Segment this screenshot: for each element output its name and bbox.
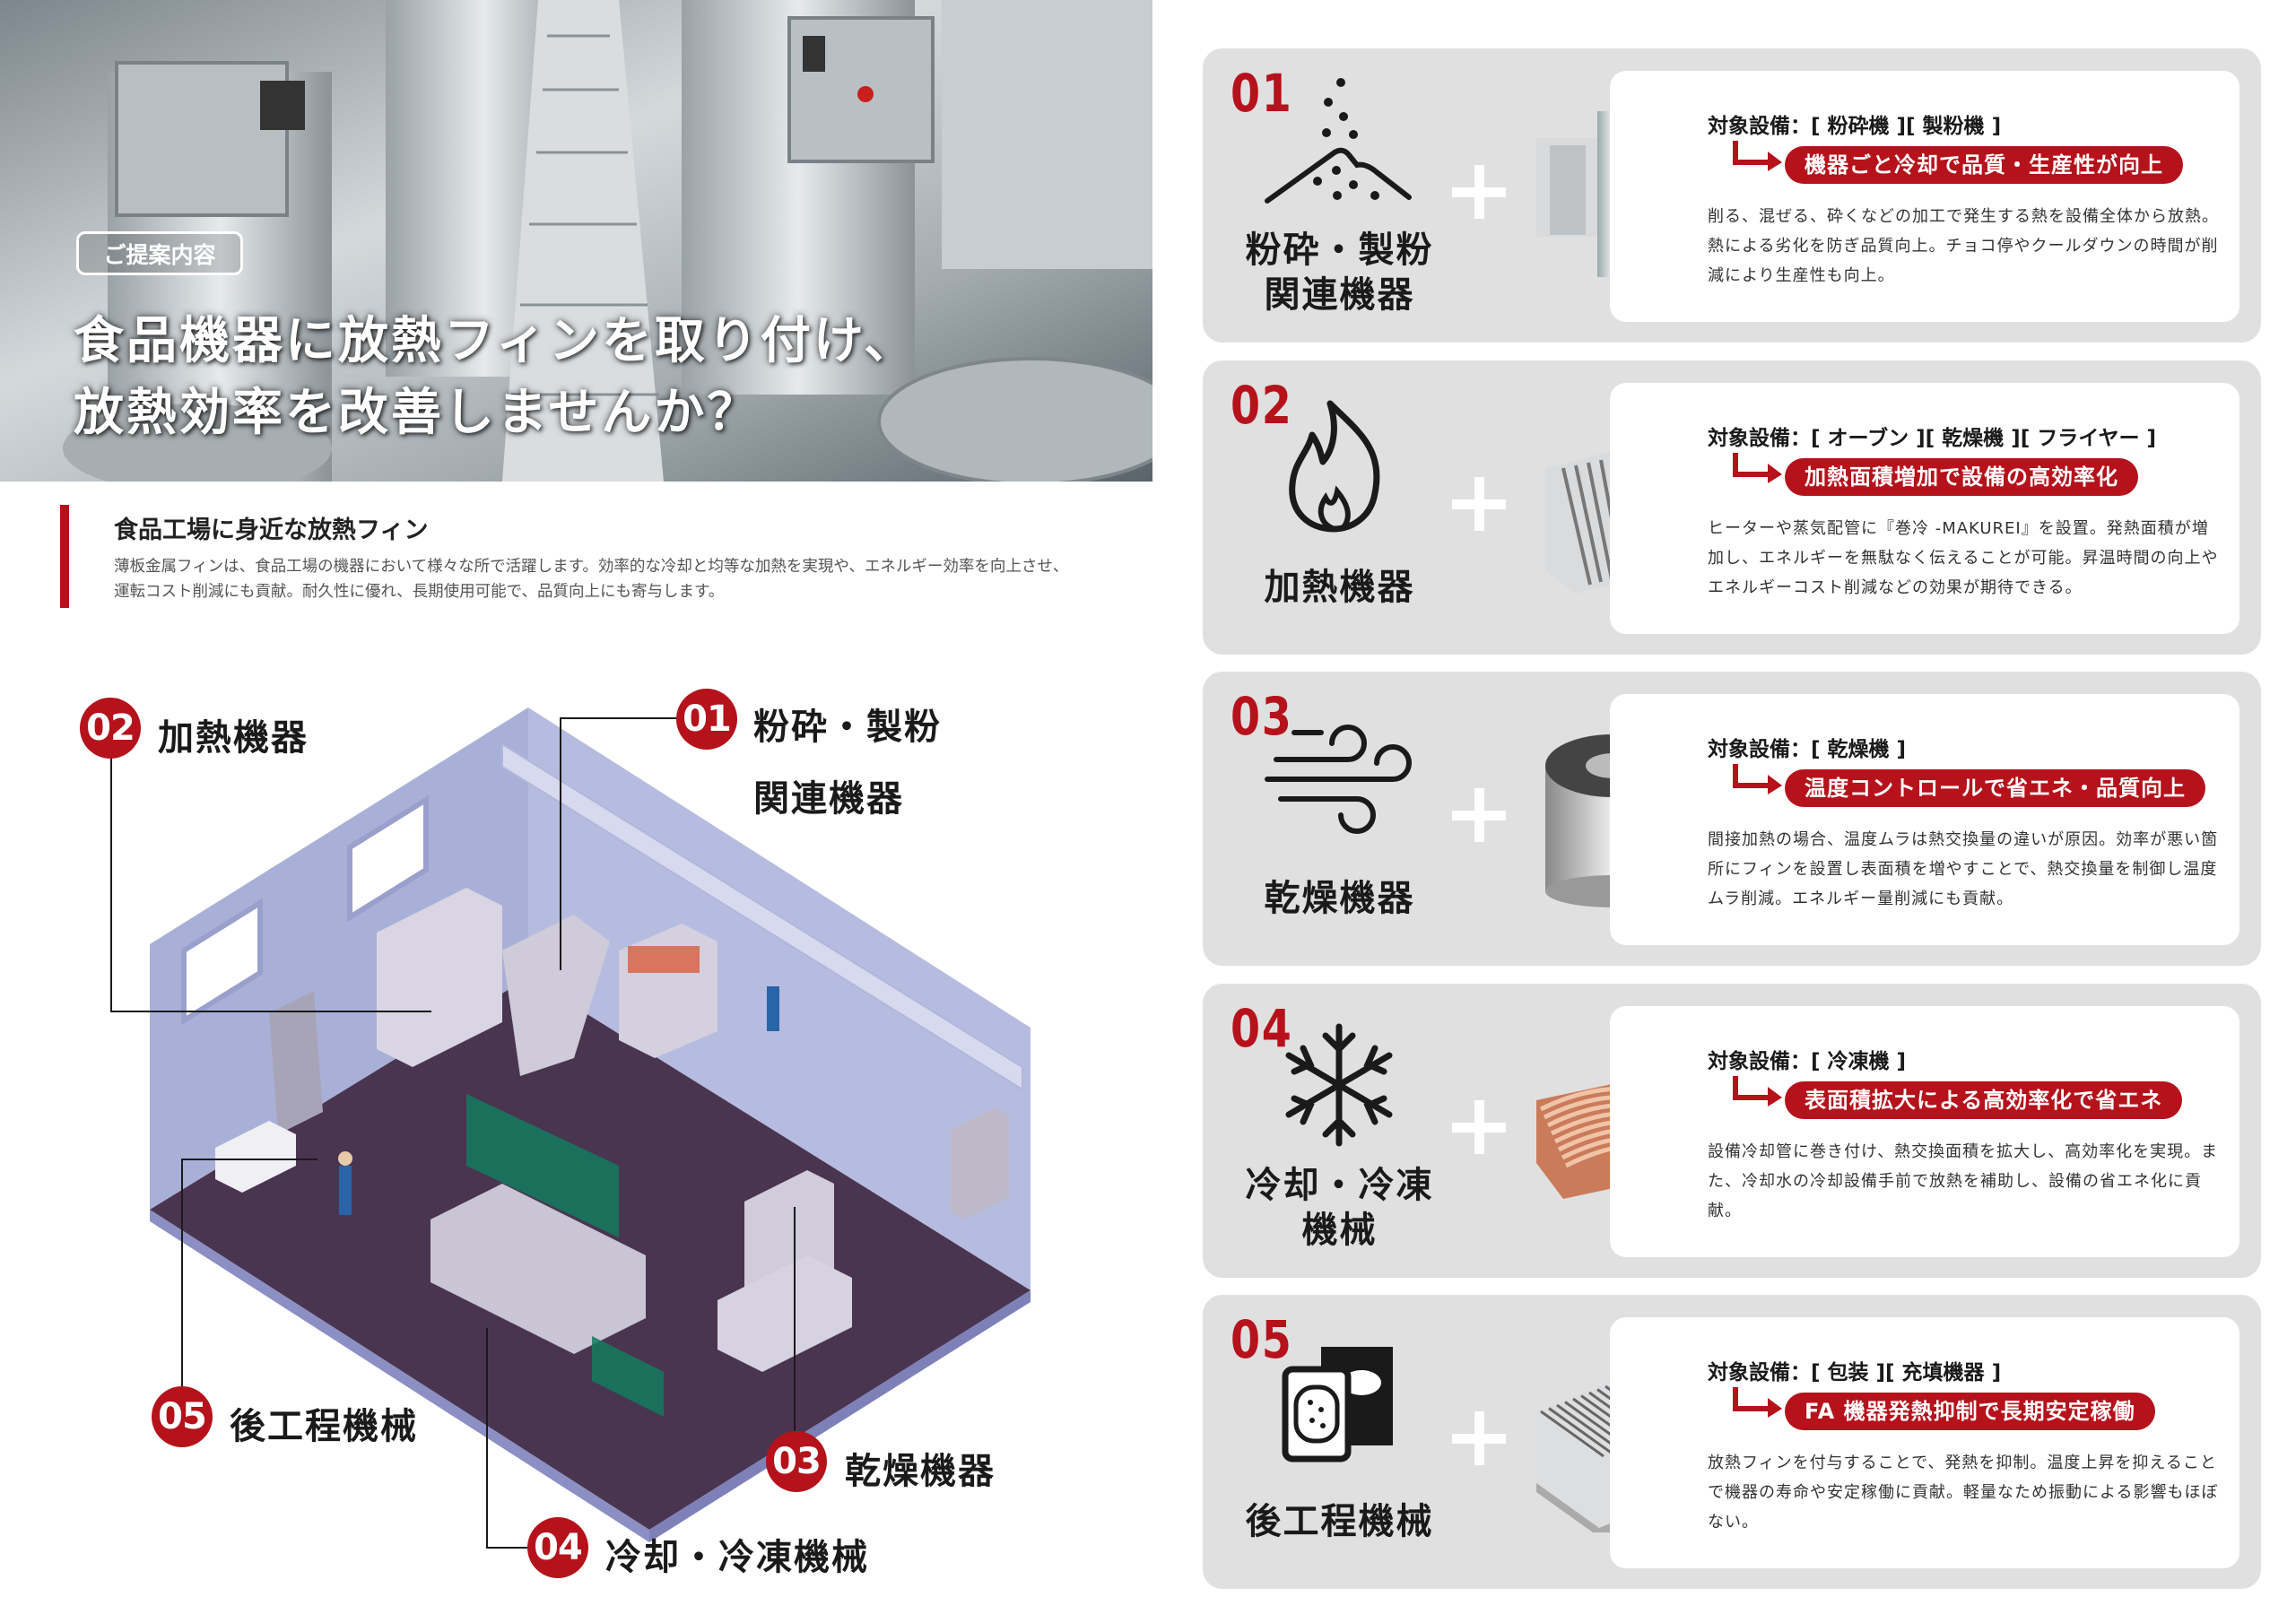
label-04-text: 冷却・冷凍機械 [605, 1537, 869, 1578]
label-01-text-line1: 粉砕・製粉 [753, 707, 942, 748]
hero-title-line1: 食品機器に放熱フィンを取り付け、 [74, 312, 918, 370]
card-detail-panel: 対象設備：[ 粉砕機 ][ 製粉機 ] 機器ごと冷却で品質・生産性が向上 削る、… [1610, 71, 2239, 322]
accent-bar [60, 505, 69, 608]
card-category-label: 乾燥機器 [1203, 876, 1476, 921]
window [181, 898, 263, 1026]
card-description: ヒーターや蒸気配管に『巻冷 -MAKUREI』を設置。発熱面積が増加し、エネルギ… [1708, 518, 2219, 597]
card-category-label: 冷却・冷凍機械 [1203, 1163, 1476, 1253]
plus-icon [1452, 1099, 1506, 1154]
label-01-number: 01 [676, 689, 737, 750]
label-02-text: 加熱機器 [158, 717, 309, 759]
factory-illustration [150, 707, 1031, 1542]
leader-line-01-h [560, 717, 676, 719]
card-label-line: 後工程機械 [1245, 1501, 1434, 1542]
card-number: 05 [1231, 1309, 1293, 1370]
left-wall [150, 707, 528, 1210]
label-05-text: 後工程機械 [230, 1406, 418, 1447]
target-equipment: 対象設備：[ 乾燥機 ] [1708, 738, 1907, 761]
leader-line-04 [486, 1328, 488, 1549]
label-02-number: 02 [80, 698, 141, 759]
equipment-card-04: 04 冷却・冷凍機械 対象設備：[ 冷凍機 ] 表面積拡大による高効率化で省エネ… [1203, 983, 2261, 1278]
card-label-line: 冷却・冷凍 [1245, 1164, 1434, 1206]
label-03-number: 03 [766, 1431, 827, 1492]
card-label-line: 粉砕・製粉 [1245, 230, 1434, 271]
card-description: 間接加熱の場合、温度ムラは熱交換量の違いが原因。効率が悪い箇所にフィンを設置し表… [1708, 830, 2219, 908]
powder-icon [1258, 74, 1420, 226]
arrow-right-icon [1733, 141, 1782, 171]
card-number: 04 [1231, 997, 1293, 1059]
plus-icon [1452, 788, 1506, 842]
duct [501, 742, 1023, 1091]
flame-icon [1258, 386, 1420, 538]
target-equipment: 対象設備：[ 冷凍機 ] [1708, 1049, 1907, 1073]
package-icon [1258, 1320, 1420, 1472]
arrow-right-icon [1733, 452, 1782, 483]
label-04-number: 04 [527, 1517, 588, 1578]
label-01-text-line2: 関連機器 [753, 778, 904, 820]
leader-line-02-h [110, 1011, 431, 1012]
arrow-right-icon [1733, 1075, 1782, 1107]
leader-line-03 [794, 1207, 796, 1431]
plus-icon [1452, 1411, 1506, 1465]
card-label-line: 乾燥機器 [1264, 878, 1415, 919]
card-description: 設備冷却管に巻き付け、熱交換面積を拡大し、高効率化を実現。また、冷却水の冷却設備… [1708, 1141, 2219, 1220]
label-05-number: 05 [152, 1386, 213, 1447]
card-category-label: 後工程機械 [1203, 1499, 1476, 1544]
hero-title-line2: 放熱効率を改善しませんか？ [74, 384, 761, 442]
equipment-card-03: 03 乾燥機器 対象設備：[ 乾燥機 ] 温度コントロールで省エネ・品質向上 間… [1203, 672, 2261, 966]
leader-line-02 [110, 758, 112, 1011]
target-equipment: 対象設備：[ 包装 ][ 充填機器 ] [1708, 1361, 2002, 1384]
equipment-card-01: 01 粉砕・製粉関連機器 対象設備：[ 粉砕機 ][ 製粉機 ] 機器ごと冷却で… [1203, 48, 2261, 343]
machines [215, 888, 1009, 1417]
card-number: 01 [1231, 63, 1293, 124]
intro-heading: 食品工場に身近な放熱フィン [114, 516, 429, 544]
label-03-text: 乾燥機器 [845, 1451, 996, 1492]
intro-body: 薄板金属フィンは、食品工場の機器において様々な所で活躍します。効率的な冷却と均等… [114, 554, 1118, 604]
card-description: 削る、混ぜる、砕くなどの加工で発生する熱を設備全体から放熱。熱による劣化を防ぎ品… [1708, 207, 2219, 285]
benefit-pill: 温度コントロールで省エネ・品質向上 [1785, 769, 2205, 807]
leader-line-04-h [486, 1547, 531, 1549]
card-detail-panel: 対象設備：[ 乾燥機 ] 温度コントロールで省エネ・品質向上 間接加熱の場合、温… [1610, 694, 2239, 945]
arrow-right-icon [1733, 764, 1782, 794]
leader-line-01 [560, 717, 561, 970]
leader-line-05-h [181, 1159, 317, 1160]
card-category-label: 粉砕・製粉関連機器 [1203, 228, 1476, 317]
benefit-pill: FA 機器発熱抑制で長期安定稼働 [1785, 1393, 2155, 1430]
target-equipment: 対象設備：[ オーブン ][ 乾燥機 ][ フライヤー ] [1708, 426, 2157, 450]
plus-icon [1452, 476, 1506, 531]
leader-line-05 [181, 1159, 183, 1388]
card-label-line: 機械 [1301, 1209, 1378, 1251]
benefit-pill: 機器ごと冷却で品質・生産性が向上 [1785, 146, 2183, 184]
target-equipment: 対象設備：[ 粉砕機 ][ 製粉機 ] [1708, 115, 2002, 138]
window [347, 794, 429, 923]
proposal-badge: ご提案内容 [76, 231, 243, 275]
card-description: 放熱フィンを付与することで、発熱を抑制。温度上昇を抑えることで機器の寿命や安定稼… [1708, 1454, 2219, 1532]
factory-photo-illustration [0, 0, 1152, 482]
card-label-line: 関連機器 [1264, 274, 1415, 316]
card-label-line: 加熱機器 [1264, 566, 1415, 608]
card-detail-panel: 対象設備：[ 包装 ][ 充填機器 ] FA 機器発熱抑制で長期安定稼働 放熱フ… [1610, 1317, 2239, 1568]
benefit-pill: 表面積拡大による高効率化で省エネ [1785, 1081, 2183, 1119]
equipment-card-05: 05 後工程機械 対象設備：[ 包装 ][ 充填機器 ] FA 機器発熱抑制で長… [1203, 1295, 2261, 1589]
hero-photo [0, 0, 1152, 482]
arrow-right-icon [1733, 1387, 1782, 1418]
equipment-card-02: 02 加熱機器 対象設備：[ オーブン ][ 乾燥機 ][ フライヤー ] 加熱… [1203, 360, 2261, 655]
plus-icon [1452, 165, 1506, 219]
snowflake-icon [1258, 1009, 1420, 1161]
benefit-pill: 加熱面積増加で設備の高効率化 [1785, 457, 2138, 496]
card-category-label: 加熱機器 [1203, 565, 1476, 610]
card-number: 02 [1231, 374, 1293, 436]
card-detail-panel: 対象設備：[ 冷凍機 ] 表面積拡大による高効率化で省エネ 設備冷却管に巻き付け… [1610, 1005, 2239, 1257]
card-number: 03 [1231, 686, 1293, 747]
intro-body-line2: 運転コスト削減にも貢献。耐久性に優れ、長期使用可能で、品質向上にも寄与します。 [114, 583, 725, 601]
card-detail-panel: 対象設備：[ オーブン ][ 乾燥機 ][ フライヤー ] 加熱面積増加で設備の… [1610, 382, 2239, 634]
intro-body-line1: 薄板金属フィンは、食品工場の機器において様々な所で活躍します。効率的な冷却と均等… [114, 558, 1069, 576]
wind-icon [1258, 697, 1420, 849]
